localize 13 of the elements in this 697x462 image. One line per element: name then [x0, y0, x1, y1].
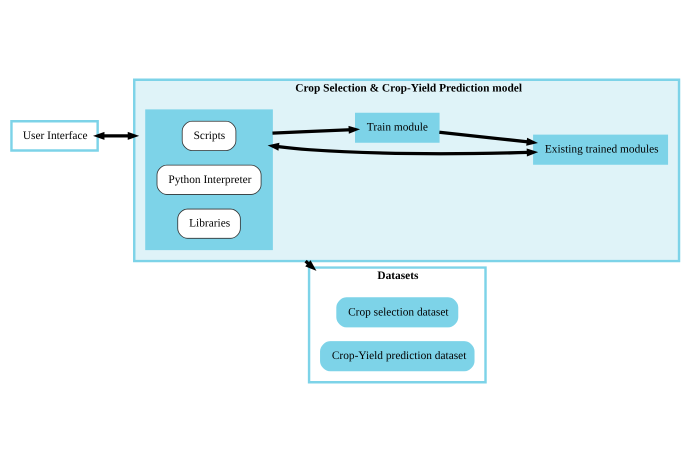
node-box: User Interface: [10, 120, 99, 152]
node-box: Existing trained modules: [533, 134, 668, 165]
arrow: [439, 130, 538, 146]
node-box: Libraries: [177, 208, 241, 239]
node-box: Scripts: [182, 120, 236, 151]
node-box: Crop-Yield prediction dataset: [320, 341, 475, 372]
cluster: [145, 109, 273, 250]
node-box: Train module: [355, 112, 440, 143]
arrow: [272, 126, 360, 135]
node-box: Crop selection dataset: [336, 297, 458, 328]
arrow: [268, 142, 538, 156]
node-box: Python Interpreter: [156, 164, 262, 195]
arrow: [93, 132, 140, 140]
